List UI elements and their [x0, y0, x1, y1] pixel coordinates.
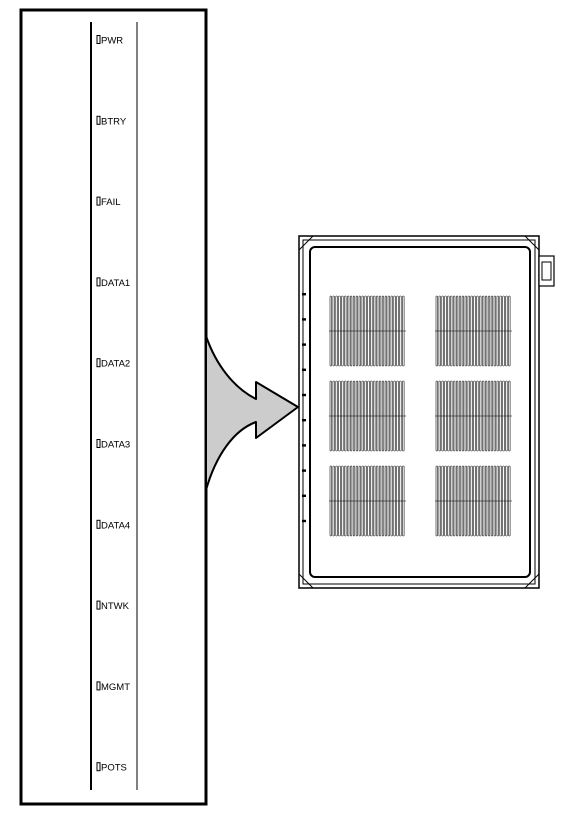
led-indicator-icon	[96, 115, 101, 125]
vent-grille	[435, 465, 512, 537]
led-label: PWR	[101, 36, 123, 47]
device-housing-inner-rim	[302, 239, 536, 585]
led-indicator-icon	[96, 277, 101, 287]
led-row-data4: DATA4	[96, 519, 130, 531]
led-row-mgmt: MGMT	[96, 681, 130, 693]
device-led-icon	[302, 494, 306, 497]
led-label: NTWK	[101, 601, 130, 612]
vent-grille	[329, 465, 406, 537]
led-indicator-icon	[96, 762, 101, 772]
led-label: POTS	[101, 763, 127, 774]
led-row-data3: DATA3	[96, 439, 130, 451]
device-led-icon	[302, 393, 306, 397]
vent-grille	[329, 380, 406, 452]
led-indicator-icon	[96, 439, 101, 448]
device-led-strip	[302, 293, 306, 523]
device-led-icon	[302, 293, 306, 296]
led-row-pwr: PWR	[96, 35, 123, 47]
device-led-icon	[302, 519, 306, 523]
led-label: DATA1	[101, 278, 130, 289]
corner-bevel	[298, 573, 314, 589]
device-led-icon	[302, 368, 306, 371]
led-row-fail: FAIL	[96, 196, 121, 208]
led-row-data2: DATA2	[96, 358, 130, 370]
led-label: DATA4	[101, 520, 130, 531]
led-indicator-icon	[96, 519, 101, 529]
led-label: DATA2	[101, 359, 130, 370]
led-row-data1: DATA1	[96, 277, 130, 289]
vent-grille	[435, 295, 512, 367]
callout-arrow	[205, 335, 299, 491]
vent-grille	[329, 295, 406, 367]
led-row-pots: POTS	[96, 762, 127, 774]
vent-grilles	[329, 295, 512, 537]
led-indicator-icon	[96, 600, 101, 610]
device-led-icon	[302, 469, 306, 472]
led-label: MGMT	[101, 682, 130, 693]
corner-bevel	[298, 235, 314, 251]
led-row-ntwk: NTWK	[96, 600, 130, 612]
led-indicator-icon	[96, 681, 101, 691]
device-led-icon	[302, 343, 306, 346]
led-indicator-icon	[96, 196, 101, 206]
device-led-icon	[302, 419, 306, 422]
device-led-icon	[302, 318, 306, 321]
panel-outline	[19, 8, 208, 806]
corner-bevel	[524, 573, 540, 589]
led-label: DATA3	[101, 440, 130, 451]
vent-grille	[435, 380, 512, 452]
device-unit	[298, 235, 555, 589]
led-label: BTRY	[101, 116, 127, 127]
corner-bevel	[524, 235, 540, 251]
side-latch-inner	[541, 261, 552, 281]
led-label: FAIL	[101, 197, 121, 208]
device-led-icon	[302, 444, 306, 447]
led-indicator-icon	[96, 35, 101, 44]
led-indicator-icon	[96, 358, 101, 368]
led-row-btry: BTRY	[96, 115, 127, 127]
